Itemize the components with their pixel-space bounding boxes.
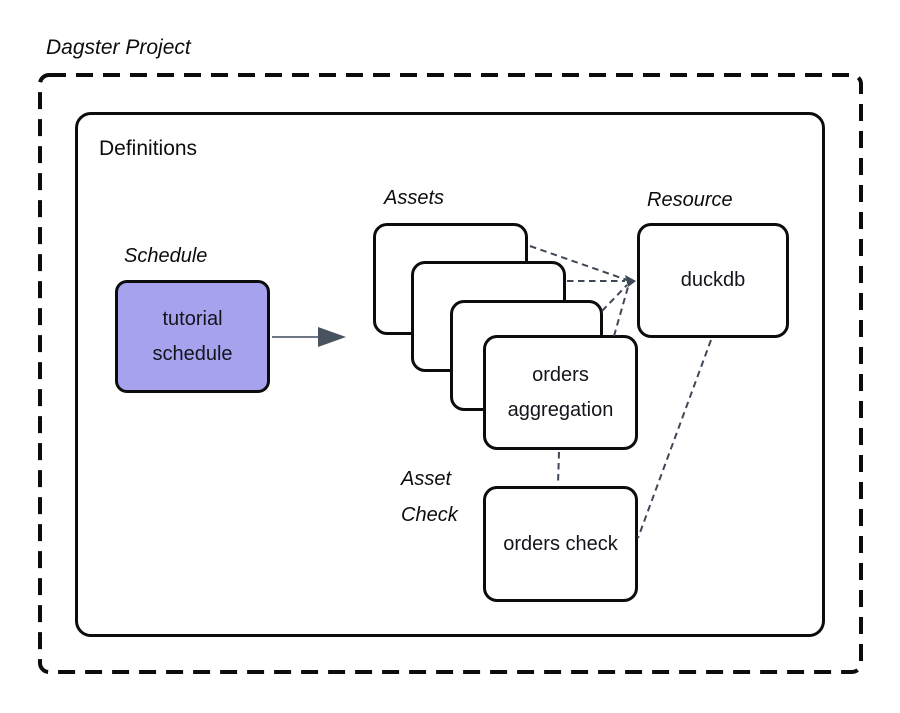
orders-aggregation-label: orders aggregation bbox=[507, 363, 614, 421]
asset-box-orders-aggregation: orders aggregation bbox=[483, 335, 638, 450]
definitions-label: Definitions bbox=[99, 137, 198, 160]
orders-check-label: orders check bbox=[503, 532, 618, 555]
assets-label: Assets bbox=[384, 187, 445, 209]
duckdb-label: duckdb bbox=[680, 269, 746, 291]
resource-label: Resource bbox=[647, 189, 733, 211]
schedule-box-label: tutorial schedule bbox=[152, 307, 233, 365]
schedule-label: Schedule bbox=[124, 245, 208, 267]
schedule-box: tutorial schedule bbox=[115, 280, 270, 393]
asset-check-box-orders-check: orders check bbox=[483, 486, 638, 602]
diagram-title: Dagster Project bbox=[46, 36, 191, 59]
resource-box-duckdb: duckdb bbox=[637, 223, 789, 338]
asset-check-label: Asset Check bbox=[401, 468, 458, 526]
